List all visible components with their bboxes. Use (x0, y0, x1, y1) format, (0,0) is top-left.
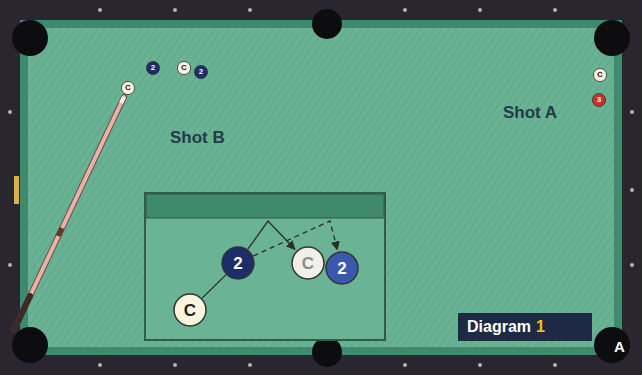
two-ball: 2 (194, 65, 208, 79)
diagram-tag (458, 313, 592, 341)
ball-number: 2 (199, 68, 203, 76)
ball-circle (593, 68, 606, 81)
ball-circle (194, 65, 207, 78)
ball-number: C (302, 255, 314, 272)
ball-circle (326, 252, 358, 284)
ball-number: C (597, 71, 603, 79)
rail-marker (14, 176, 19, 204)
ball-path (253, 221, 337, 256)
ball-number: C (125, 84, 131, 92)
ball-circle (592, 93, 605, 106)
three-ball: 3 (592, 93, 606, 107)
inset-cushion (146, 194, 384, 218)
shot-label: Shot A (503, 104, 557, 121)
cue-ball: C (121, 81, 135, 95)
ball-circle (177, 61, 190, 74)
ball-circle (146, 61, 159, 74)
ball-circle (292, 247, 324, 279)
corner-letter: A (614, 339, 625, 354)
shot-label: Shot B (170, 129, 225, 146)
ball-number: C (184, 302, 196, 319)
ball-circle (222, 247, 254, 279)
two-ball: 2 (221, 246, 255, 280)
rail-diamonds (8, 8, 634, 367)
diagram-number: 1 (536, 319, 545, 335)
cue-stick (14, 97, 124, 330)
ball-circle (121, 81, 134, 94)
two-ball: 2 (146, 61, 160, 75)
ball-number: C (181, 64, 187, 72)
pockets (12, 9, 630, 367)
ball-number: 2 (337, 260, 346, 277)
two-ball: 2 (325, 251, 359, 285)
inset-box (145, 193, 385, 340)
ghost-cue-ball: C (177, 61, 191, 75)
ball-path (202, 275, 226, 298)
ghost-cue-ball: C (291, 246, 325, 280)
cue-ball: C (173, 293, 207, 327)
ball-number: 2 (151, 64, 155, 72)
ball-number: 2 (233, 255, 242, 272)
felt (28, 28, 614, 347)
ball-circle (174, 294, 206, 326)
ball-path (248, 221, 295, 249)
cue-ball: C (593, 68, 607, 82)
cushion (20, 20, 622, 355)
diagram-label: Diagram (467, 319, 531, 335)
ball-number: 3 (597, 96, 601, 104)
